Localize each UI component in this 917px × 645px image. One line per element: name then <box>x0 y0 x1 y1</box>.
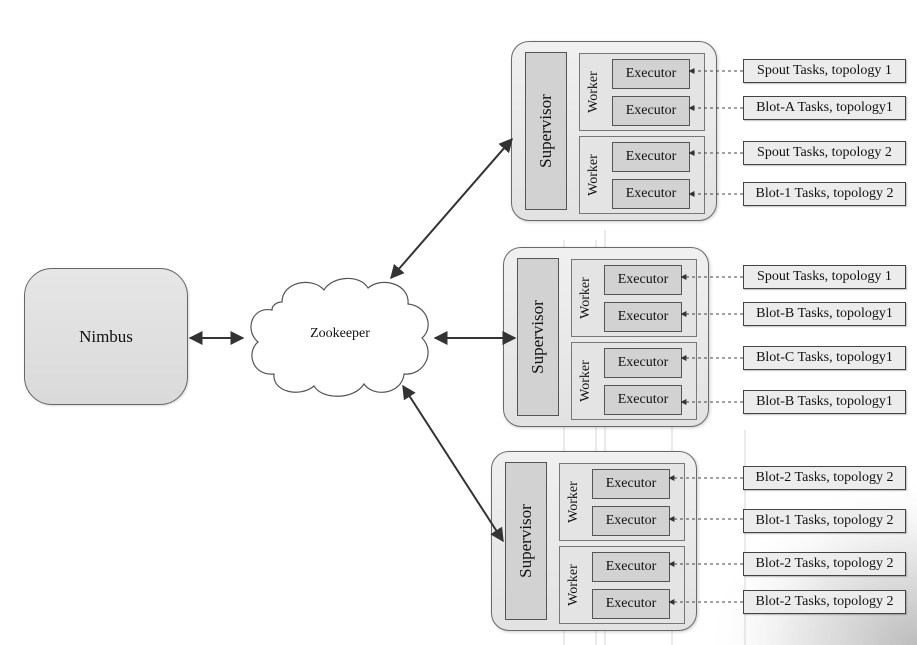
executor-box: Executor <box>612 59 690 89</box>
worker-box: Worker Executor Executor <box>559 463 685 541</box>
worker-label: Worker <box>586 154 601 196</box>
worker-box: Worker Executor Executor <box>579 136 705 214</box>
worker-label: Worker <box>566 564 581 606</box>
task-label: Blot-2 Tasks, topology 2 <box>743 552 906 576</box>
executor-box: Executor <box>604 302 682 332</box>
supervisor-label: Supervisor <box>516 504 535 578</box>
task-label: Blot-B Tasks, topology1 <box>743 302 906 326</box>
executor-box: Executor <box>612 96 690 126</box>
task-label: Blot-C Tasks, topology1 <box>743 346 906 370</box>
supervisor-label: Supervisor <box>536 94 555 168</box>
executor-box: Executor <box>592 469 670 499</box>
worker-box: Worker Executor Executor <box>579 53 705 131</box>
zookeeper-label: Zookeeper <box>310 326 370 341</box>
nimbus-box: Nimbus <box>24 268 188 405</box>
executor-box: Executor <box>604 348 682 378</box>
task-label: Blot-2 Tasks, topology 2 <box>743 590 906 614</box>
supervisor-node-2: Supervisor Worker Executor Executor Work… <box>503 247 709 427</box>
executor-box: Executor <box>592 589 670 619</box>
cloud-shape <box>250 277 429 397</box>
zookeeper-cloud: Zookeeper <box>242 272 438 402</box>
supervisor-box: Supervisor <box>525 52 567 210</box>
supervisor-box: Supervisor <box>505 462 547 620</box>
worker-label: Worker <box>566 481 581 523</box>
task-label: Blot-A Tasks, topology1 <box>743 96 906 120</box>
worker-box: Worker Executor Executor <box>559 546 685 624</box>
nimbus-label: Nimbus <box>79 326 133 346</box>
supervisor-label: Supervisor <box>528 300 547 374</box>
task-label: Spout Tasks, topology 1 <box>743 59 906 83</box>
task-label: Spout Tasks, topology 2 <box>743 141 906 165</box>
task-label: Blot-1 Tasks, topology 2 <box>743 182 906 206</box>
task-label: Blot-1 Tasks, topology 2 <box>743 509 906 533</box>
task-label: Blot-B Tasks, topology1 <box>743 390 906 414</box>
worker-box: Worker Executor Executor <box>571 259 697 337</box>
worker-label: Worker <box>578 360 593 402</box>
executor-box: Executor <box>612 142 690 172</box>
executor-box: Executor <box>604 385 682 415</box>
task-label: Blot-2 Tasks, topology 2 <box>743 466 906 490</box>
supervisor-box: Supervisor <box>517 258 559 416</box>
worker-label: Worker <box>586 71 601 113</box>
executor-box: Executor <box>592 552 670 582</box>
executor-box: Executor <box>612 179 690 209</box>
executor-box: Executor <box>592 506 670 536</box>
worker-box: Worker Executor Executor <box>571 342 697 420</box>
supervisor-node-1: Supervisor Worker Executor Executor Work… <box>511 41 717 221</box>
task-label: Spout Tasks, topology 1 <box>743 265 906 289</box>
supervisor-node-3: Supervisor Worker Executor Executor Work… <box>491 451 697 631</box>
executor-box: Executor <box>604 265 682 295</box>
worker-label: Worker <box>578 277 593 319</box>
